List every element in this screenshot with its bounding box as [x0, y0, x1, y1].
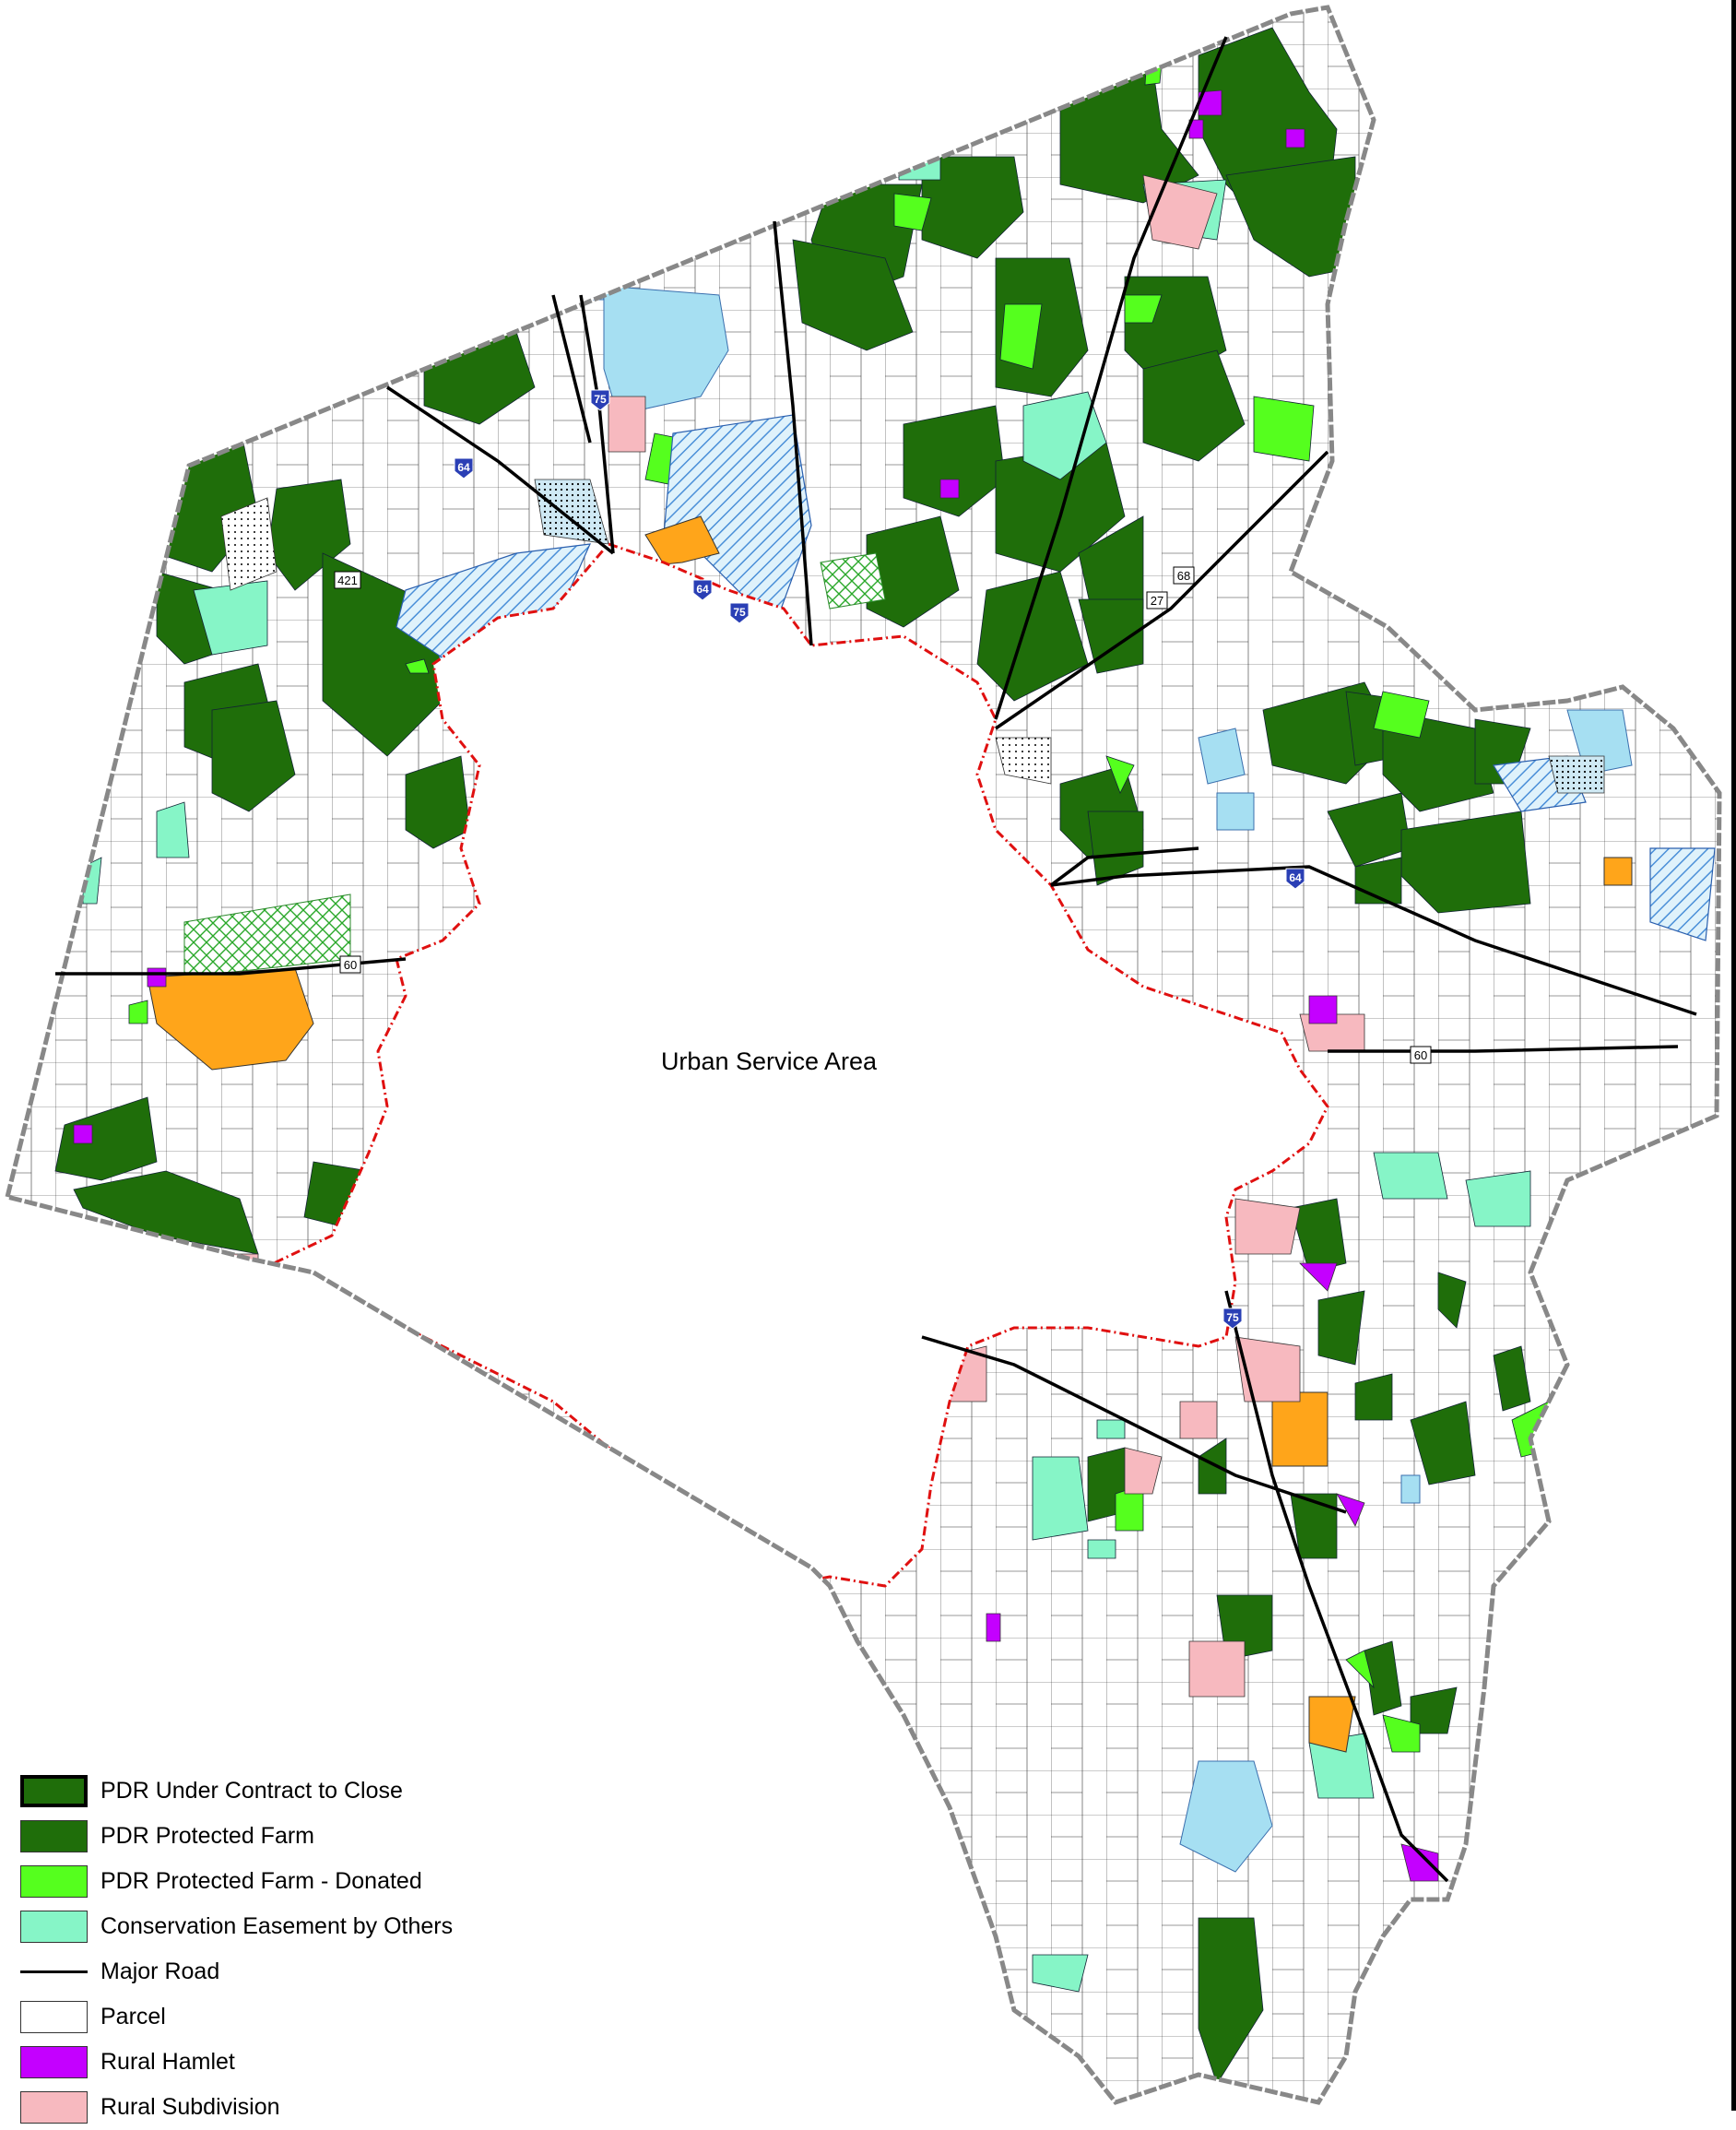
crosshatch-area-layer [183, 552, 886, 978]
svg-text:64: 64 [1289, 871, 1302, 884]
svg-text:75: 75 [733, 606, 746, 619]
route-shields: 75 64 64 75 421 68 27 64 [334, 389, 1432, 1330]
rural-hamlet-layer [73, 89, 1439, 1882]
legend-label: PDR Under Contract to Close [100, 1778, 403, 1804]
legend-item-pdr-donated: PDR Protected Farm - Donated [20, 1859, 537, 1904]
legend-label: Parcel [100, 2004, 166, 2029]
svg-text:68: 68 [1177, 569, 1190, 583]
interstate-64-shield-west: 64 [454, 457, 474, 479]
svg-text:64: 64 [457, 461, 470, 474]
county-boundary [4, 5, 1722, 2105]
legend-label: Conservation Easement by Others [100, 1913, 454, 1939]
legend-swatch-pdr-donated [20, 1865, 88, 1898]
urban-service-area-label: Urban Service Area [661, 1047, 878, 1075]
svg-text:64: 64 [696, 583, 709, 596]
svg-text:75: 75 [1226, 1311, 1239, 1324]
interstate-64-shield-east: 64 [1285, 868, 1305, 890]
legend-swatch-conservation-easement [20, 1911, 88, 1943]
legend-item-major-road: Major Road [20, 1949, 537, 1994]
orange-area-layer [147, 515, 1633, 1753]
dotted-area-layer [220, 479, 1605, 794]
route-68-shield: 68 [1173, 566, 1195, 585]
legend-label: Rural Subdivision [100, 2094, 280, 2120]
legend-item-conservation-easement: Conservation Easement by Others [20, 1904, 537, 1949]
svg-text:60: 60 [344, 958, 357, 972]
rural-subdivision-layer [230, 174, 1365, 1698]
legend-label: Rural Hamlet [100, 2049, 235, 2075]
legend-label: PDR Protected Farm [100, 1823, 315, 1849]
legend-swatch-pdr-protected-farm [20, 1820, 88, 1852]
map-legend: PDR Under Contract to Close PDR Protecte… [20, 1769, 537, 2130]
legend-swatch-pdr-under-contract [20, 1775, 88, 1807]
us-421-shield: 421 [334, 571, 361, 589]
legend-item-rural-subdivision: Rural Subdivision [20, 2085, 537, 2130]
frame-edge [1731, 0, 1736, 2111]
us-60-shield-east: 60 [1410, 1046, 1432, 1064]
legend-item-rural-hamlet: Rural Hamlet [20, 2040, 537, 2085]
svg-text:60: 60 [1414, 1048, 1427, 1062]
svg-text:75: 75 [594, 393, 607, 406]
route-27-shield: 27 [1146, 591, 1168, 609]
legend-item-pdr-protected-farm: PDR Protected Farm [20, 1814, 537, 1859]
us-60-shield-west: 60 [339, 955, 361, 974]
legend-swatch-major-road [20, 1970, 88, 1973]
interstate-75-shield-south: 75 [1222, 1308, 1243, 1330]
legend-swatch-parcel [20, 2001, 88, 2033]
svg-text:27: 27 [1151, 594, 1163, 608]
interstate-75-shield-north: 75 [590, 389, 610, 411]
svg-text:421: 421 [337, 574, 358, 587]
legend-swatch-rural-subdivision [20, 2091, 88, 2124]
interstate-75-shield-center: 75 [729, 602, 750, 624]
legend-label: Major Road [100, 1958, 220, 1984]
legend-item-pdr-under-contract: PDR Under Contract to Close [20, 1769, 537, 1814]
urban-service-area [254, 542, 1329, 1588]
legend-item-parcel: Parcel [20, 1994, 537, 2040]
interstate-64-shield-center: 64 [692, 579, 713, 601]
major-roads [55, 36, 1697, 1883]
legend-label: PDR Protected Farm - Donated [100, 1868, 422, 1894]
legend-swatch-rural-hamlet [20, 2046, 88, 2078]
